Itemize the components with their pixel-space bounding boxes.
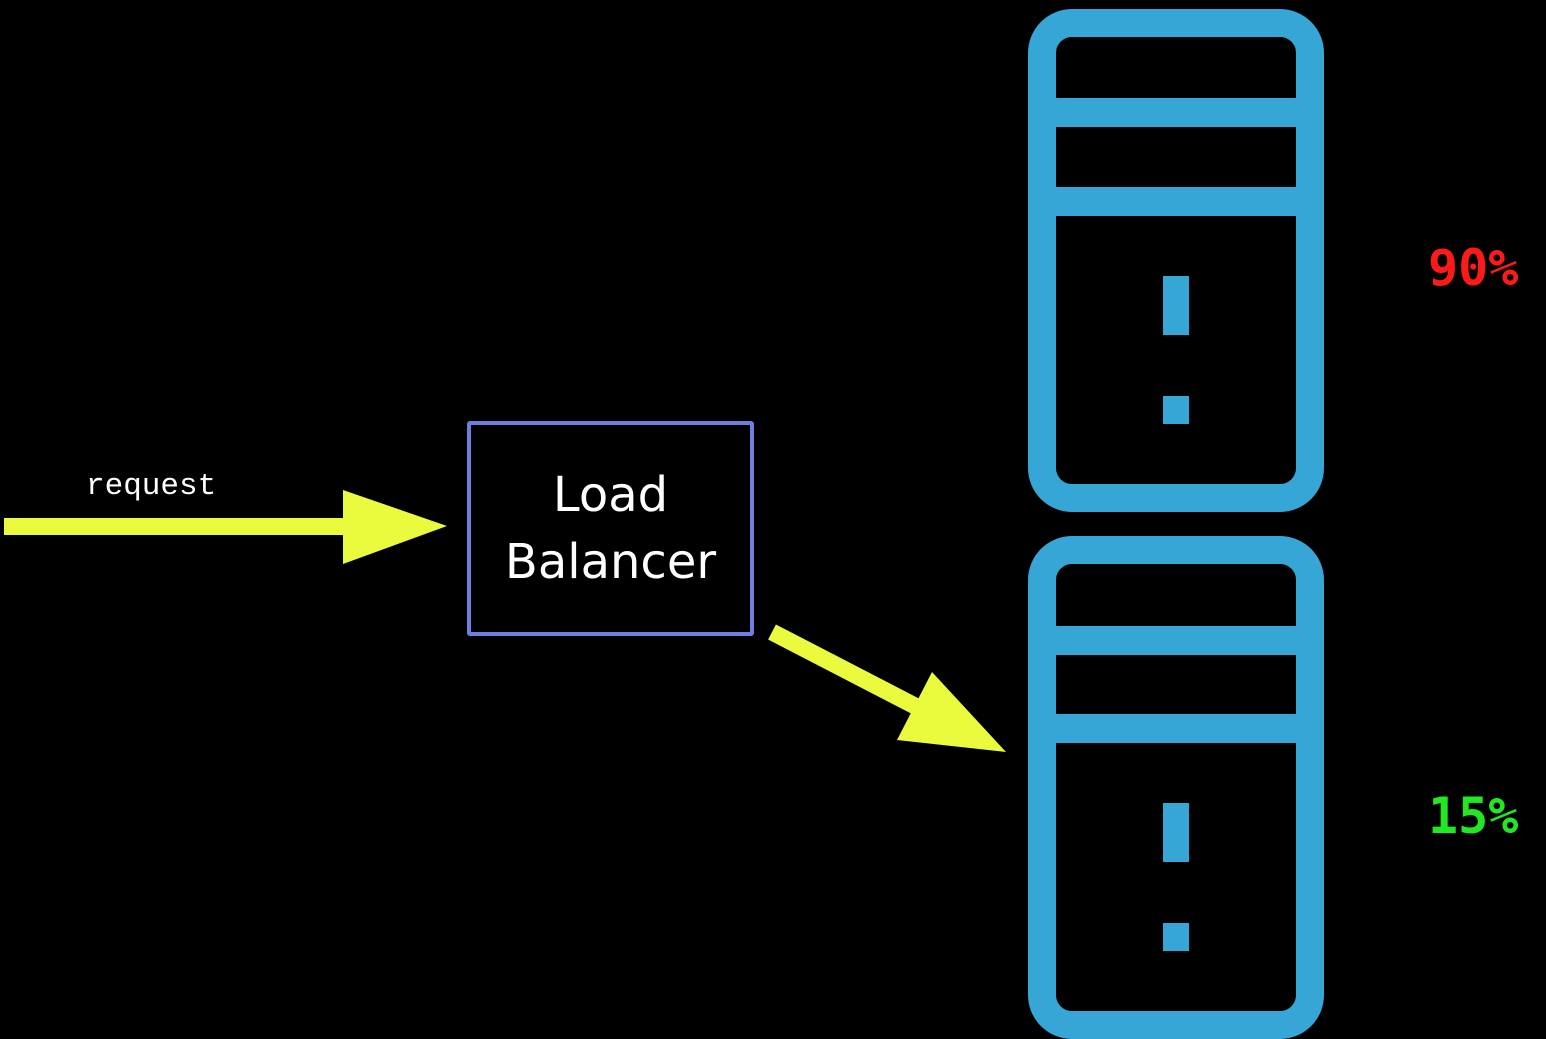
- request-label: request: [86, 469, 217, 504]
- load-balancer-label-line2: Balancer: [504, 533, 717, 590]
- load-balancer-box: Load Balancer: [467, 421, 754, 636]
- request-arrow: [4, 490, 447, 564]
- server-load-bottom: 15%: [1428, 787, 1519, 845]
- server-load-top: 90%: [1428, 239, 1519, 297]
- routing-arrow: [768, 624, 1006, 752]
- server-icon: [1028, 9, 1324, 512]
- server-icon: [1028, 536, 1324, 1039]
- load-balancer-label-line1: Load: [552, 466, 669, 523]
